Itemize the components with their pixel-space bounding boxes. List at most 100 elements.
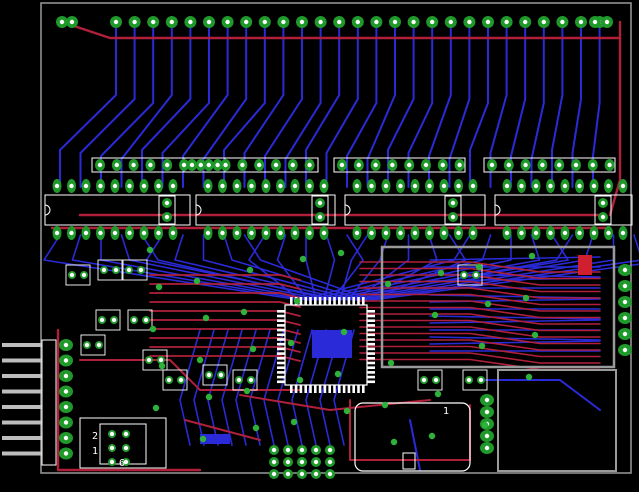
pad-drill bbox=[622, 331, 628, 337]
top-trace bbox=[359, 319, 601, 332]
qfp-pin bbox=[367, 375, 375, 379]
bottom-trace bbox=[276, 234, 309, 301]
board-outline bbox=[40, 2, 632, 474]
via bbox=[196, 356, 204, 364]
via bbox=[522, 294, 530, 302]
smd-component-outline bbox=[97, 259, 123, 281]
top-trace bbox=[56, 328, 202, 472]
smd-component-outline bbox=[202, 364, 228, 386]
pad-drill bbox=[112, 230, 118, 236]
bottom-trace bbox=[429, 315, 601, 320]
qfp-pin bbox=[362, 385, 365, 393]
qfp-pin bbox=[367, 319, 375, 322]
via bbox=[202, 314, 210, 322]
qfp-pin bbox=[338, 385, 341, 393]
qfp-pin bbox=[342, 297, 346, 305]
connector-pin bbox=[2, 343, 42, 347]
qfp-pin bbox=[304, 297, 307, 305]
pad-drill bbox=[166, 377, 172, 383]
qfp-pin bbox=[352, 297, 355, 305]
pad-drill bbox=[63, 389, 69, 394]
pad-drill bbox=[548, 230, 553, 236]
via bbox=[149, 325, 157, 333]
via bbox=[293, 297, 301, 305]
pad-drill bbox=[590, 162, 595, 168]
bracket-outline bbox=[497, 369, 617, 472]
pad-drill bbox=[257, 162, 262, 168]
dip-ic-outline bbox=[44, 194, 191, 226]
pad-drill bbox=[317, 200, 323, 206]
via bbox=[146, 246, 154, 254]
pad-drill bbox=[307, 230, 312, 236]
pad-drill bbox=[470, 230, 476, 236]
qfp-pin bbox=[367, 366, 375, 369]
pad-drill bbox=[557, 162, 562, 168]
via bbox=[475, 263, 483, 271]
qfp-pin bbox=[277, 366, 285, 369]
pad-drill bbox=[109, 445, 115, 451]
qfp-pin bbox=[277, 310, 285, 313]
top-trace bbox=[359, 267, 601, 280]
qfp-pin bbox=[367, 338, 375, 341]
connector-pin bbox=[2, 451, 42, 456]
qfp-pin bbox=[357, 385, 360, 393]
pad-drill bbox=[240, 162, 245, 168]
qfp-pin bbox=[318, 385, 322, 393]
smd-component-outline bbox=[65, 264, 91, 286]
pad-drill bbox=[273, 162, 279, 168]
pad-drill bbox=[427, 183, 432, 189]
pad-drill bbox=[448, 19, 453, 25]
smd-component-outline bbox=[417, 369, 443, 391]
dip-ic-outline bbox=[344, 194, 486, 226]
via bbox=[390, 438, 398, 446]
via bbox=[525, 373, 533, 381]
pad-drill bbox=[620, 183, 626, 189]
pad-drill bbox=[466, 377, 472, 383]
top-trace bbox=[359, 332, 601, 345]
top-trace bbox=[359, 293, 601, 306]
pad-drill bbox=[189, 162, 195, 168]
pad-drill bbox=[234, 183, 240, 189]
top-trace bbox=[359, 280, 601, 293]
top-trace bbox=[359, 274, 601, 286]
pad-drill bbox=[290, 162, 295, 168]
bottom-trace bbox=[469, 21, 489, 188]
smd-component-outline bbox=[162, 369, 188, 391]
pad-drill bbox=[299, 471, 305, 477]
pad-drill bbox=[188, 19, 193, 25]
qfp-pin bbox=[299, 297, 303, 305]
pad-drill bbox=[622, 283, 628, 289]
pad-drill bbox=[591, 230, 597, 236]
isp-header-outline bbox=[79, 417, 167, 469]
pad-drill bbox=[373, 162, 378, 168]
smd-part-red bbox=[578, 255, 592, 275]
pad-drill bbox=[206, 372, 212, 378]
qfp-pin bbox=[367, 342, 375, 346]
qfp-pin bbox=[294, 385, 298, 393]
pad-drill bbox=[109, 459, 115, 465]
pad-drill bbox=[620, 230, 626, 236]
header-pin-1-label: 1 bbox=[92, 446, 98, 457]
pad-drill bbox=[299, 447, 305, 453]
qfp-pin bbox=[362, 297, 365, 305]
pad-drill bbox=[292, 183, 298, 189]
via bbox=[199, 435, 207, 443]
pad-drill bbox=[321, 230, 327, 236]
pad-drill bbox=[540, 162, 545, 168]
top-trace bbox=[149, 292, 301, 299]
pad-drill bbox=[69, 183, 74, 189]
qfp-pin bbox=[277, 347, 285, 351]
pad-drill bbox=[450, 200, 456, 206]
via bbox=[484, 300, 492, 308]
connector-pin bbox=[2, 389, 42, 394]
pad-drill bbox=[114, 162, 120, 168]
connector-pin bbox=[2, 405, 42, 409]
pad-drill bbox=[622, 267, 628, 273]
connector-pin bbox=[2, 420, 42, 425]
via bbox=[340, 328, 348, 336]
pad-drill bbox=[151, 19, 156, 25]
pad-drill bbox=[577, 183, 582, 189]
bottom-trace bbox=[530, 21, 545, 188]
top-trace bbox=[359, 352, 601, 364]
